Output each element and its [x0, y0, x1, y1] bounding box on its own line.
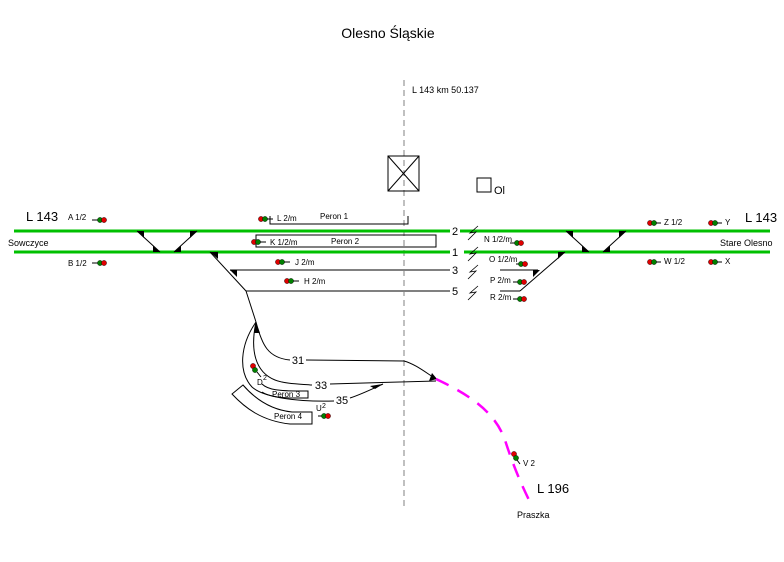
direction-left: Sowczyce [8, 238, 49, 248]
track-number-3: 3 [452, 265, 458, 277]
platform-2-label: Peron 2 [331, 237, 360, 246]
signal-v[interactable]: V 2 [511, 451, 536, 468]
direction-branch: Praszka [517, 510, 550, 520]
km-marker-label: L 143 km 50.137 [412, 85, 479, 95]
track-number-35: 35 [336, 395, 348, 407]
platform-4 [231, 384, 313, 425]
svg-text:D: D [257, 378, 263, 387]
signal-d[interactable]: D 2 [250, 363, 267, 387]
signal-z[interactable]: Z 1/2 [647, 218, 683, 227]
track-number-1: 1 [452, 247, 458, 259]
switch-35-33 [370, 384, 383, 389]
svg-text:2: 2 [263, 375, 267, 382]
signal-a[interactable]: A 1/2 [68, 213, 107, 223]
line-label-right: L 143 [745, 210, 777, 225]
svg-text:N 1/2/m: N 1/2/m [484, 235, 512, 244]
branch-line-l196 [435, 377, 532, 503]
platform-1 [269, 216, 409, 225]
left-crossover [136, 230, 198, 253]
svg-text:R 2/m: R 2/m [490, 293, 512, 302]
signal-h[interactable]: H 2/m [284, 277, 326, 286]
svg-text:W 1/2: W 1/2 [664, 257, 685, 266]
svg-text:V 2: V 2 [523, 459, 536, 468]
track-number-5: 5 [452, 286, 458, 298]
switch-31-33 [429, 373, 437, 381]
line-label-branch: L 196 [537, 481, 569, 496]
svg-text:H 2/m: H 2/m [304, 277, 326, 286]
track-number-2: 2 [452, 226, 458, 238]
svg-text:A 1/2: A 1/2 [68, 213, 87, 222]
track-number-31: 31 [292, 355, 304, 367]
insulated-joint-icons [467, 225, 479, 301]
signal-p[interactable]: P 2/m [490, 276, 527, 285]
signal-k[interactable]: K 1/2/m [251, 238, 298, 247]
building-ol-icon [476, 177, 492, 193]
svg-text:X: X [725, 257, 731, 266]
left-diverging-switches [209, 251, 257, 323]
station-building-icon [387, 155, 420, 192]
svg-text:J 2/m: J 2/m [295, 258, 315, 267]
signal-l[interactable]: L 2/m [258, 214, 297, 223]
station-title: Olesno Śląskie [341, 24, 435, 41]
platform-3 [261, 383, 309, 399]
line-label-left: L 143 [26, 209, 58, 224]
svg-text:U: U [316, 404, 322, 413]
signal-y[interactable]: Y [708, 218, 731, 227]
right-diverging-switches [519, 251, 566, 292]
svg-text:O 1/2/m: O 1/2/m [489, 255, 518, 264]
svg-text:L 2/m: L 2/m [277, 214, 297, 223]
direction-right: Stare Olesno [720, 238, 773, 248]
building-ol-label: Ol [494, 185, 505, 197]
platform-3-label: Peron 3 [272, 390, 301, 399]
signal-b[interactable]: B 1/2 [68, 259, 107, 268]
svg-text:K 1/2/m: K 1/2/m [270, 238, 298, 247]
signal-o[interactable]: O 1/2/m [489, 255, 528, 267]
signal-x[interactable]: X [708, 257, 731, 266]
signal-w[interactable]: W 1/2 [647, 257, 685, 266]
track-number-33: 33 [315, 380, 327, 392]
svg-text:B 1/2: B 1/2 [68, 259, 87, 268]
platform-4-label: Peron 4 [274, 412, 303, 421]
signal-u[interactable]: U 2 [316, 403, 331, 419]
right-crossover [565, 230, 627, 253]
svg-text:Y: Y [725, 218, 731, 227]
lower-tracks [242, 321, 437, 402]
platform-1-label: Peron 1 [320, 212, 349, 221]
signal-j[interactable]: J 2/m [275, 258, 315, 267]
signal-r[interactable]: R 2/m [490, 293, 527, 302]
svg-text:2: 2 [322, 403, 326, 410]
svg-text:P 2/m: P 2/m [490, 276, 511, 285]
svg-text:Z 1/2: Z 1/2 [664, 218, 683, 227]
signal-n[interactable]: N 1/2/m [484, 235, 524, 246]
